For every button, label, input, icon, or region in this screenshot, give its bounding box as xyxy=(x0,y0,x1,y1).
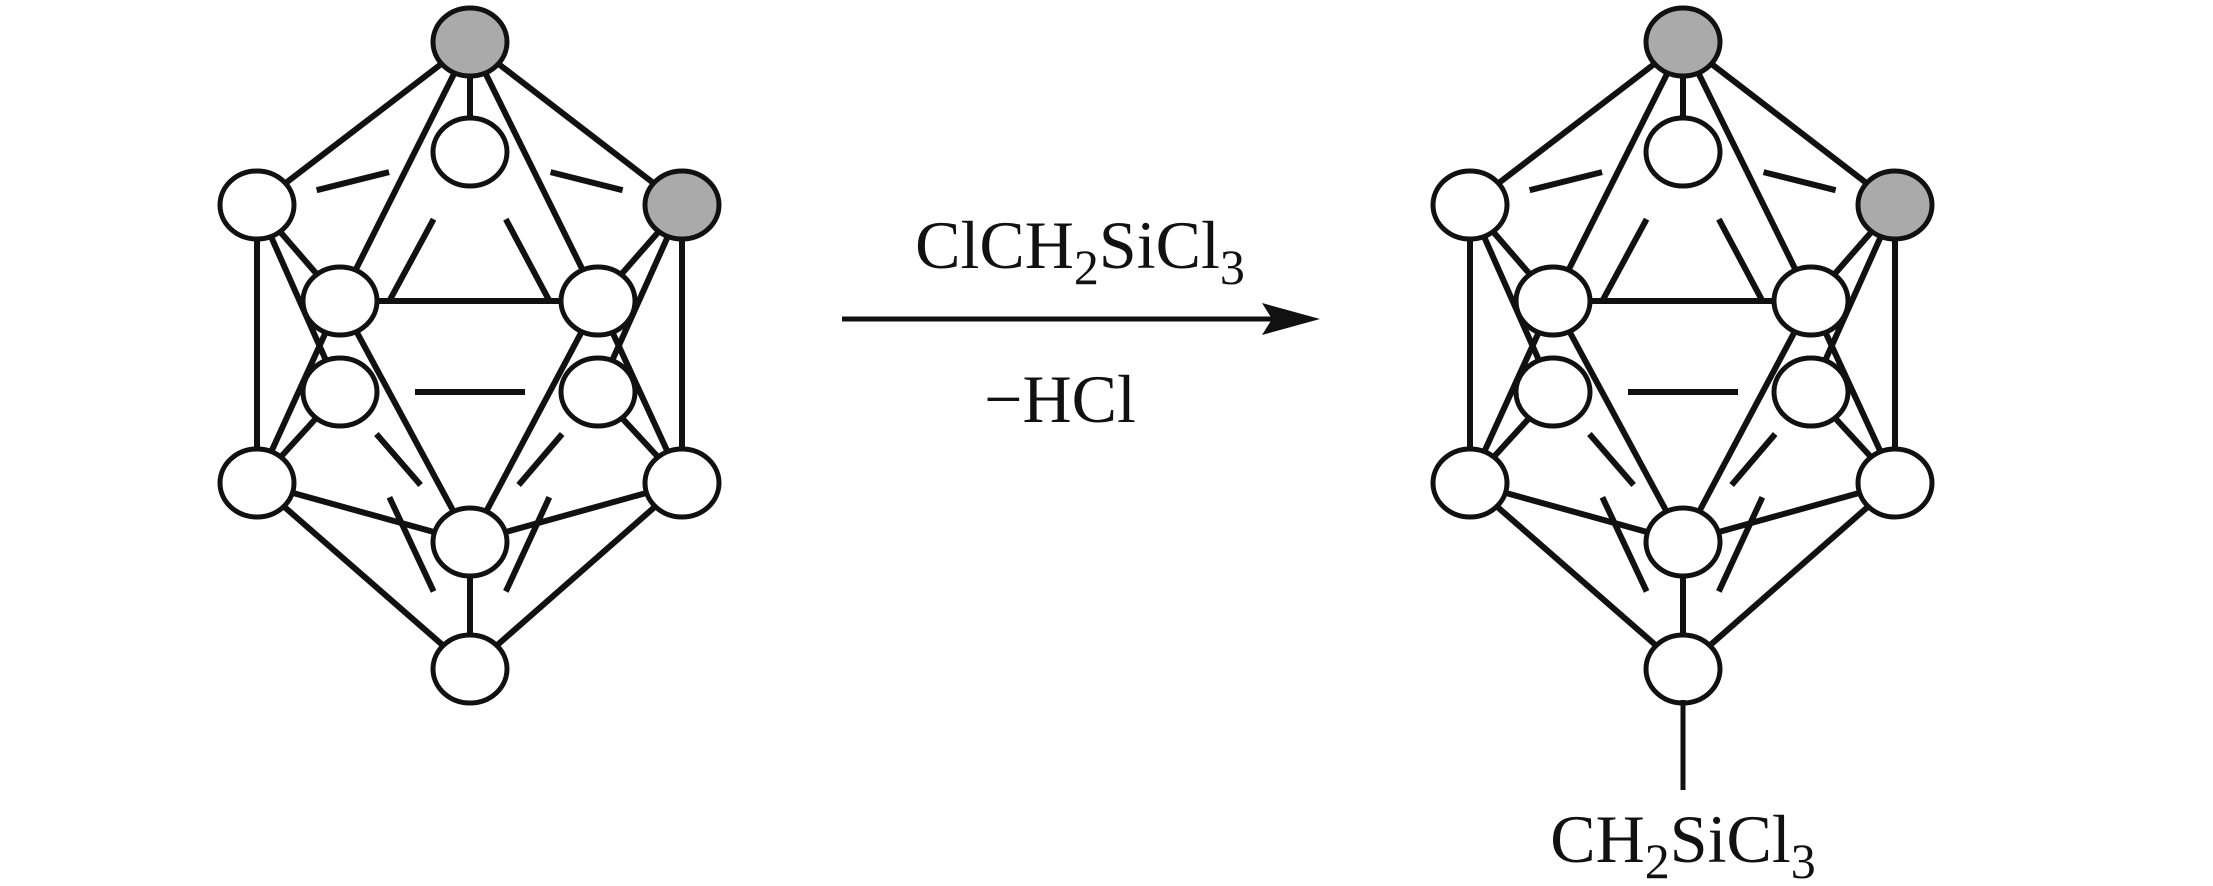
cluster-bond xyxy=(467,299,601,544)
boron-atom xyxy=(1771,355,1851,429)
boron-atom xyxy=(1855,446,1935,520)
boron-atom xyxy=(430,632,510,706)
hidden-cluster-bond xyxy=(503,496,553,593)
hidden-cluster-bond xyxy=(386,217,437,303)
boron-atom xyxy=(1430,446,1510,520)
cluster-bond xyxy=(1680,40,1814,303)
hidden-cluster-bond xyxy=(386,495,437,593)
boron-atom xyxy=(430,115,510,189)
boron-atom xyxy=(300,264,380,338)
cluster-bond xyxy=(1681,480,1897,672)
boron-atom xyxy=(558,264,638,338)
boron-atom xyxy=(1430,168,1510,242)
reagent-formula: ClCH2SiCl3 xyxy=(915,207,1245,295)
cluster-bond xyxy=(255,480,472,672)
hidden-cluster-bond xyxy=(374,432,423,487)
boron-atom xyxy=(1643,505,1723,579)
hidden-cluster-bond xyxy=(1762,169,1837,194)
hidden-cluster-bond xyxy=(1729,432,1778,487)
arrow-head xyxy=(1262,303,1320,335)
boron-atom xyxy=(1643,632,1723,706)
reactant-carborane-cluster xyxy=(217,5,722,706)
boron-atom xyxy=(1513,264,1593,338)
product-carborane-cluster xyxy=(1430,5,1935,706)
hidden-cluster-bond xyxy=(1716,496,1766,593)
carbon-atom xyxy=(1643,5,1723,79)
boron-atom xyxy=(1643,115,1723,189)
cluster-bond xyxy=(468,39,684,208)
boron-atom xyxy=(558,355,638,429)
hidden-cluster-bond xyxy=(503,217,553,303)
cluster-bond xyxy=(1468,480,1685,672)
boron-atom xyxy=(300,355,380,429)
hidden-cluster-bond xyxy=(1599,495,1650,593)
boron-atom xyxy=(430,505,510,579)
cluster-bond xyxy=(337,299,473,544)
boron-atom xyxy=(1771,264,1851,338)
hidden-cluster-bond xyxy=(516,432,565,487)
byproduct-label: −HCl xyxy=(984,361,1136,437)
cluster-bond xyxy=(1468,39,1685,208)
hidden-cluster-bond xyxy=(549,169,624,194)
boron-atom xyxy=(217,168,297,242)
hidden-cluster-bond xyxy=(315,169,390,194)
cluster-bond xyxy=(468,480,684,672)
carbon-atom xyxy=(1855,168,1935,242)
carbon-atom xyxy=(642,168,722,242)
cluster-bond xyxy=(1681,39,1897,208)
substituent-formula: CH2SiCl3 xyxy=(1550,801,1815,886)
cluster-bond xyxy=(1680,299,1814,544)
cluster-bond xyxy=(255,39,472,208)
hidden-cluster-bond xyxy=(1587,432,1636,487)
hidden-cluster-bond xyxy=(1599,217,1650,303)
hidden-cluster-bond xyxy=(1716,217,1766,303)
reaction-arrow xyxy=(842,303,1320,335)
cluster-bond xyxy=(1550,40,1686,303)
boron-atom xyxy=(1513,355,1593,429)
boron-atom xyxy=(217,446,297,520)
carbon-atom xyxy=(430,5,510,79)
hidden-cluster-bond xyxy=(1528,169,1603,194)
cluster-bond xyxy=(1550,299,1686,544)
cluster-bond xyxy=(467,40,601,303)
boron-atom xyxy=(642,446,722,520)
cluster-bond xyxy=(337,40,473,303)
